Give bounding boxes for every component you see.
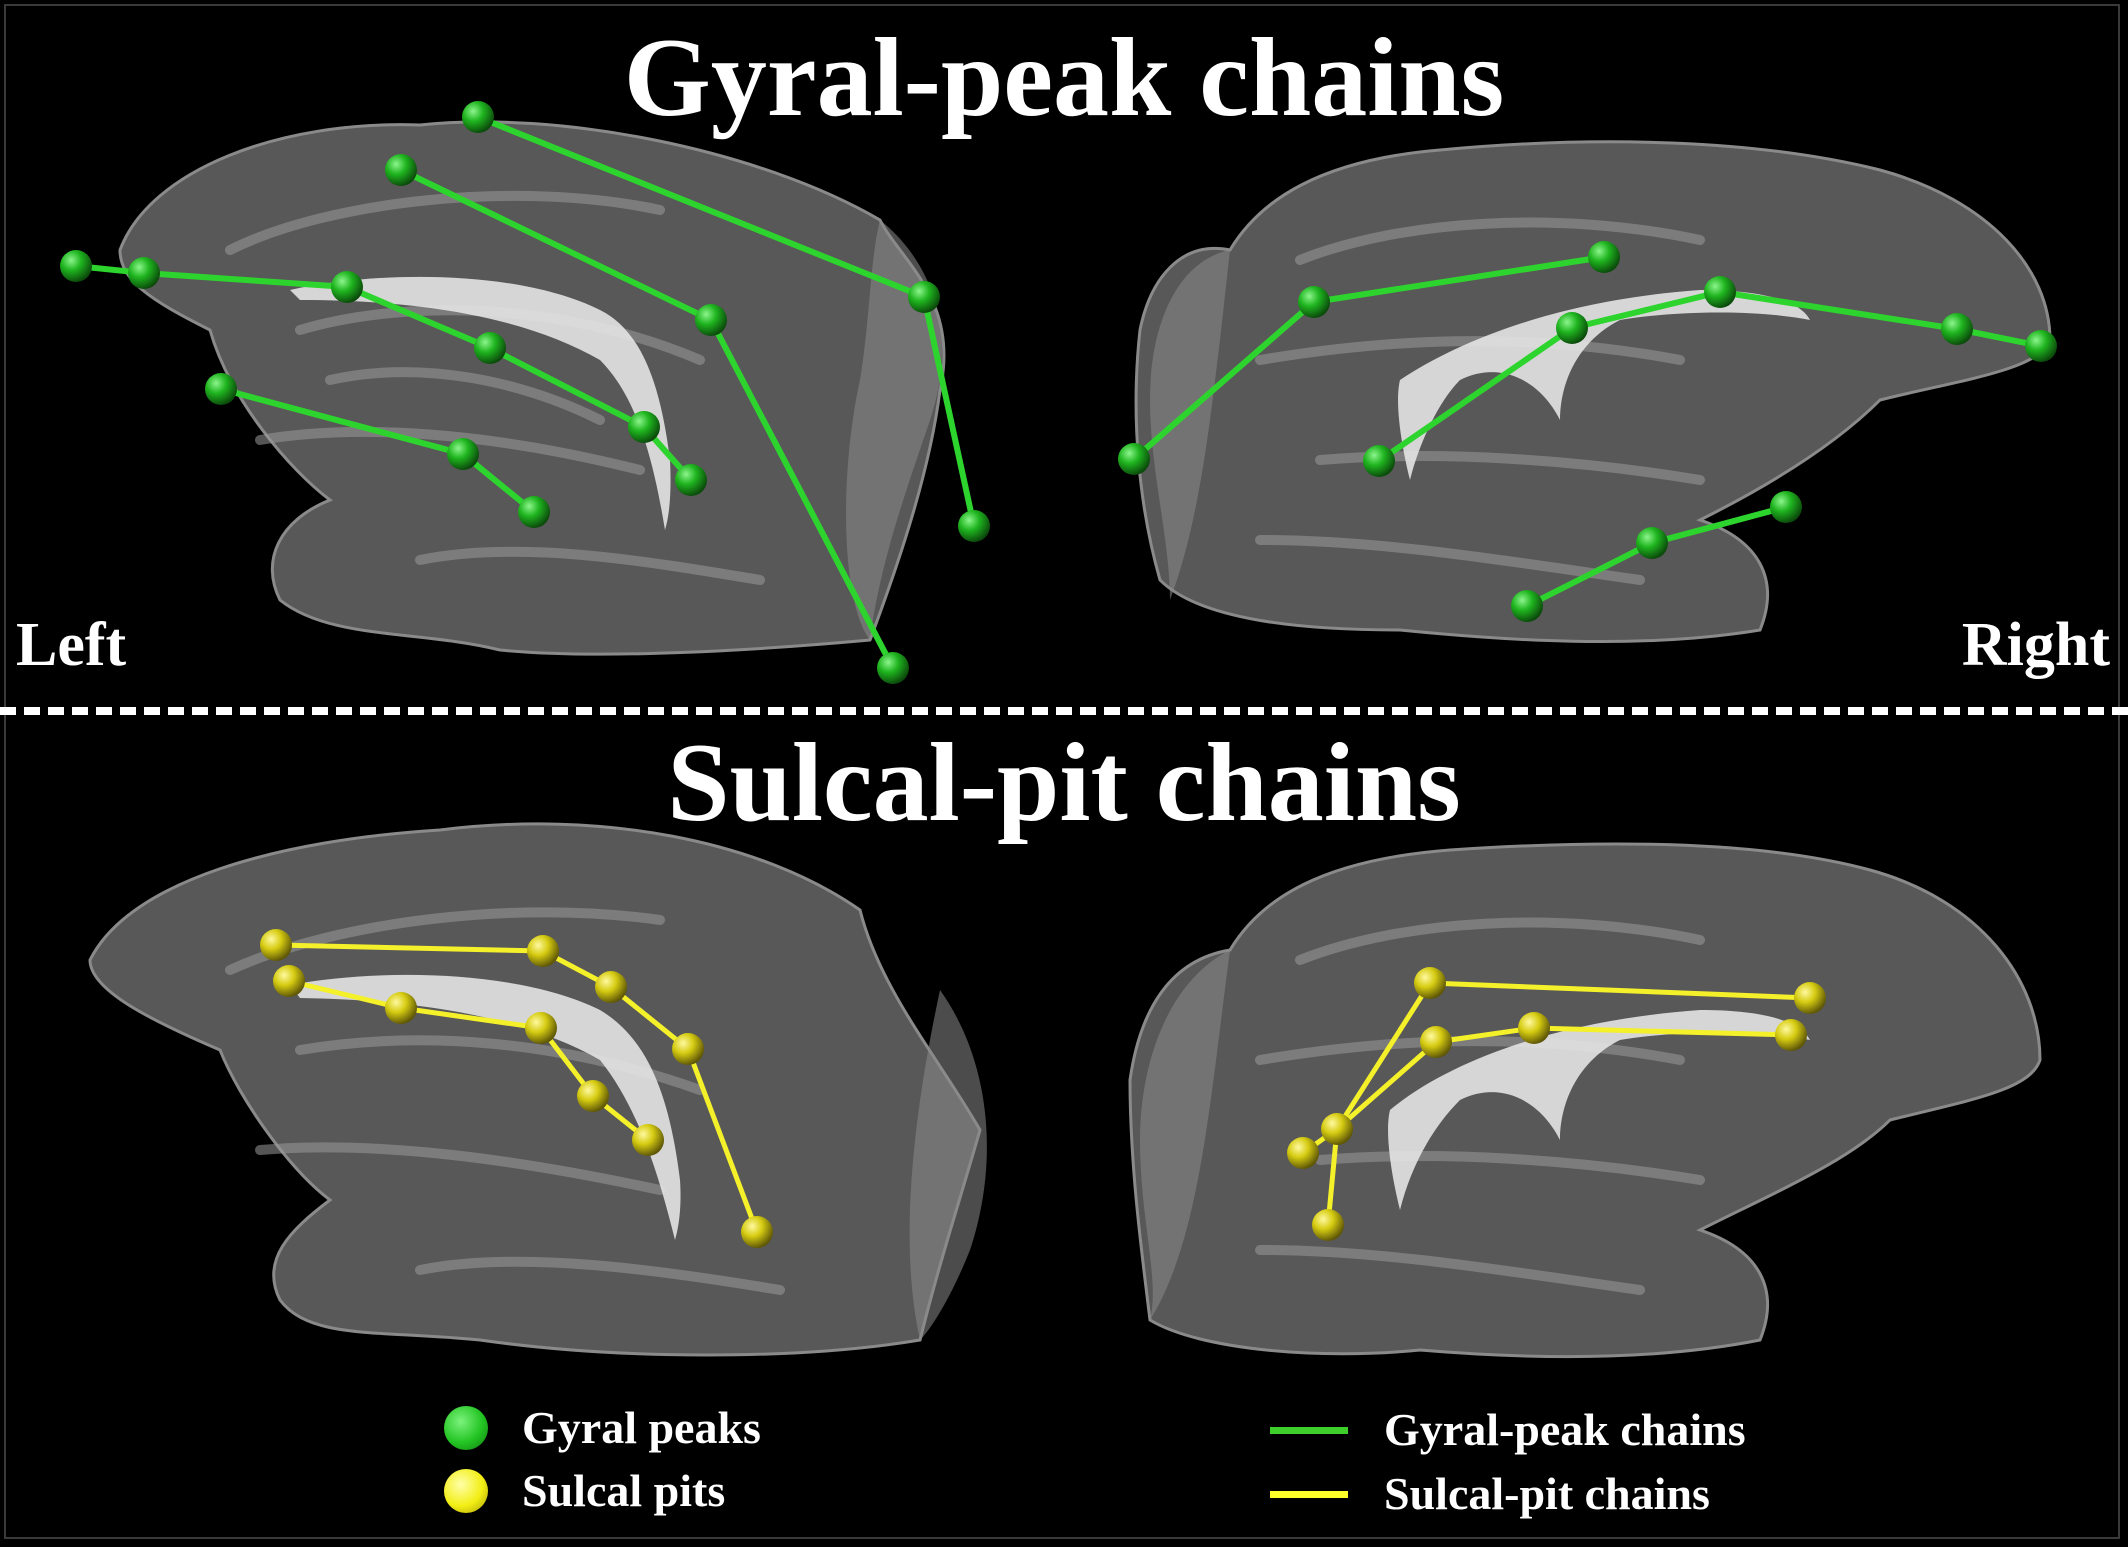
- brain-bottom-right: [1128, 842, 2042, 1359]
- sulcal-chain-3: [1427, 980, 1813, 1001]
- gyral-peak-marker-icon: [444, 1406, 488, 1450]
- sulcal-pit-node: [632, 1124, 664, 1156]
- gyral-peak-node: [1556, 312, 1588, 344]
- gyral-peak-node: [128, 257, 160, 289]
- sulcal-pits: [260, 929, 1826, 1248]
- sulcal-pit-node: [1414, 967, 1446, 999]
- legend-item-sulcal-pits: Sulcal pits: [444, 1468, 725, 1514]
- sulcal-pit-node: [1518, 1012, 1550, 1044]
- gyral-peak-node: [1118, 443, 1150, 475]
- gyral-peak-node: [1704, 276, 1736, 308]
- brain-top-left: [118, 120, 946, 656]
- gyral-peak-node: [518, 496, 550, 528]
- legend-item-sulcal-pit-chains: Sulcal-pit chains: [1270, 1471, 1710, 1517]
- gyral-peak-node: [1363, 445, 1395, 477]
- gyral-peak-node: [1770, 491, 1802, 523]
- gyral-peaks: [60, 101, 2057, 684]
- gyral-peak-node: [1588, 241, 1620, 273]
- top-panel-title: Gyral-peak chains: [623, 16, 1505, 140]
- sulcal-pit-node: [527, 935, 559, 967]
- sulcal-pit-node: [1312, 1209, 1344, 1241]
- gyral-peak-node: [1941, 313, 1973, 345]
- sulcal-pit-node: [741, 1216, 773, 1248]
- gyral-peak-node: [385, 154, 417, 186]
- gyral-peak-node: [474, 332, 506, 364]
- sulcal-pit-node: [672, 1033, 704, 1065]
- legend-label-gyral-peaks: Gyral peaks: [522, 1402, 761, 1453]
- gyral-peak-node: [60, 250, 92, 282]
- gyral-chain-line-icon: [1270, 1426, 1348, 1434]
- gyral-peak-node: [1298, 286, 1330, 318]
- sulcal-pit-node: [1321, 1113, 1353, 1145]
- right-hemisphere-label: Right: [1961, 611, 2110, 679]
- left-hemisphere-label: Left: [16, 611, 127, 679]
- legend-item-gyral-peak-chains: Gyral-peak chains: [1270, 1407, 1746, 1453]
- sulcal-pit-node: [1287, 1137, 1319, 1169]
- sulcal-pit-node: [525, 1012, 557, 1044]
- gyral-peak-node: [908, 281, 940, 313]
- gyral-peak-node: [331, 271, 363, 303]
- gyral-peak-node: [695, 304, 727, 336]
- sulcal-pit-node: [273, 965, 305, 997]
- brain-bottom-left: [88, 822, 987, 1357]
- sulcal-pit-node: [1794, 982, 1826, 1014]
- bottom-panel-title: Sulcal-pit chains: [667, 721, 1461, 845]
- gyral-peak-node: [628, 411, 660, 443]
- brain-top-right: [1134, 140, 2052, 644]
- gyral-peak-node: [447, 438, 479, 470]
- gyral-peak-node: [877, 652, 909, 684]
- panel-divider: [0, 707, 2128, 715]
- sulcal-pit-node: [595, 971, 627, 1003]
- legend-item-gyral-peaks: Gyral peaks: [444, 1405, 761, 1451]
- sulcal-pit-node: [1775, 1019, 1807, 1051]
- gyral-peak-node: [462, 101, 494, 133]
- legend-label-sulcal-pit-chains: Sulcal-pit chains: [1384, 1468, 1710, 1519]
- sulcal-chain-line-icon: [1270, 1490, 1348, 1498]
- gyral-peak-node: [675, 464, 707, 496]
- sulcal-pit-node: [385, 992, 417, 1024]
- gyral-peak-node: [958, 510, 990, 542]
- gyral-peak-node: [2025, 330, 2057, 362]
- gyral-peak-node: [205, 373, 237, 405]
- sulcal-pit-node: [1420, 1026, 1452, 1058]
- legend-label-sulcal-pits: Sulcal pits: [522, 1465, 726, 1516]
- sulcal-pit-node: [577, 1080, 609, 1112]
- legend-label-gyral-peak-chains: Gyral-peak chains: [1384, 1404, 1746, 1455]
- sulcal-pit-marker-icon: [444, 1469, 488, 1513]
- gyral-peak-node: [1511, 590, 1543, 622]
- sulcal-pit-node: [260, 929, 292, 961]
- gyral-peak-node: [1636, 527, 1668, 559]
